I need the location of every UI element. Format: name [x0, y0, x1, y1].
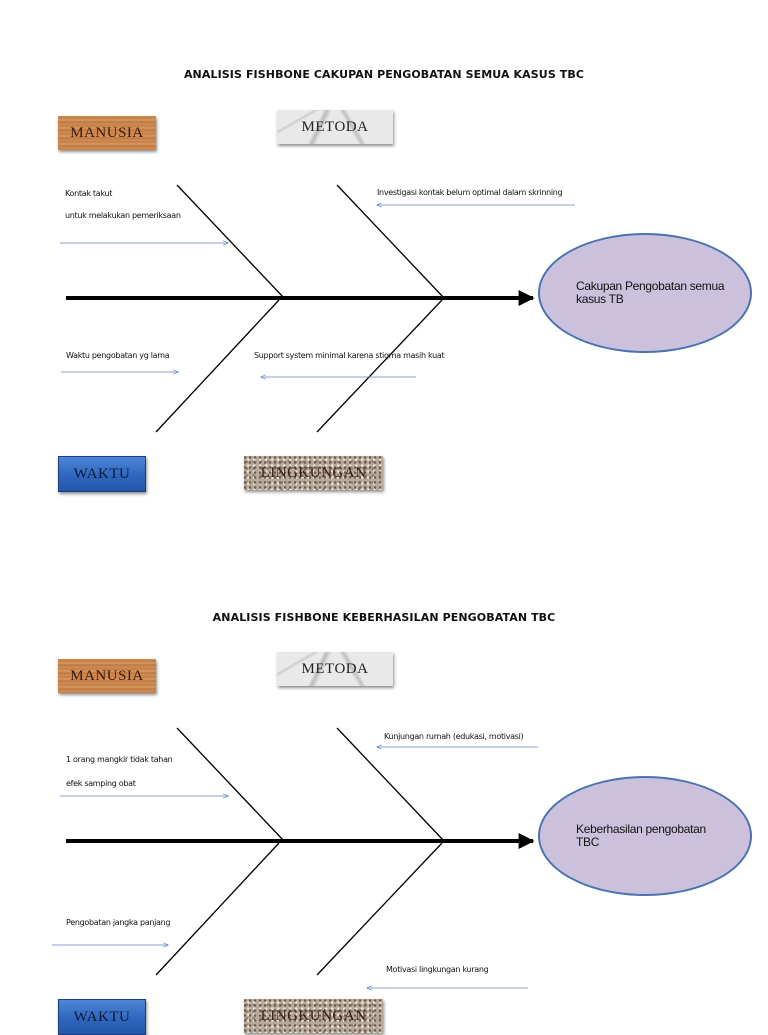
bone-metoda	[336, 184, 445, 299]
bone-waktu	[155, 299, 280, 433]
bone-manusia	[176, 727, 285, 842]
category-metoda: METODA	[277, 110, 393, 144]
cause-waktu: Pengobatan jangka panjang	[66, 918, 171, 927]
bone-metoda	[336, 727, 445, 842]
bone-lingkungan	[316, 842, 443, 976]
cause-waktu: Waktu pengobatan yg lama	[66, 351, 170, 360]
effect-label: Keberhasilan pengobatan TBC	[576, 822, 706, 849]
cause-lingkungan: Support system minimal karena stigma mas…	[254, 351, 445, 360]
cause-manusia-line1: Kontak takut	[65, 189, 113, 198]
category-manusia: MANUSIA	[58, 659, 156, 693]
category-waktu: WAKTU	[58, 456, 146, 492]
diagram-title: ANALISIS FISHBONE CAKUPAN PENGOBATAN SEM…	[183, 68, 585, 81]
bone-lingkungan	[316, 299, 443, 433]
cause-metoda: Investigasi kontak belum optimal dalam s…	[377, 188, 563, 197]
bone-manusia	[176, 184, 285, 299]
bone-waktu	[155, 842, 280, 976]
category-waktu: WAKTU	[58, 999, 146, 1035]
cause-manusia-line2: untuk melakukan pemeriksaan	[65, 211, 181, 220]
category-metoda: METODA	[277, 652, 393, 686]
category-manusia: MANUSIA	[58, 116, 156, 150]
fishbone-lines	[60, 184, 575, 433]
cause-manusia-line1: 1 orang mangkir tidak tahan	[66, 755, 173, 764]
cause-metoda: Kunjungan rumah (edukasi, motivasi)	[384, 732, 524, 741]
effect-ellipse: Keberhasilan pengobatan TBC	[538, 776, 752, 896]
diagram-title: ANALISIS FISHBONE KEBERHASILAN PENGOBATA…	[212, 611, 556, 624]
category-lingkungan: LINGKUNGAN	[244, 456, 383, 490]
effect-ellipse: Cakupan Pengobatan semua kasus TB	[538, 233, 752, 353]
cause-lingkungan: Motivasi lingkungan kurang	[386, 965, 489, 974]
fishbone-diagram-1: ANALISIS FISHBONE CAKUPAN PENGOBATAN SEM…	[0, 0, 768, 492]
effect-label: Cakupan Pengobatan semua kasus TB	[576, 279, 725, 306]
cause-manusia-line2: efek samping obat	[66, 779, 136, 788]
category-lingkungan: LINGKUNGAN	[244, 999, 383, 1033]
